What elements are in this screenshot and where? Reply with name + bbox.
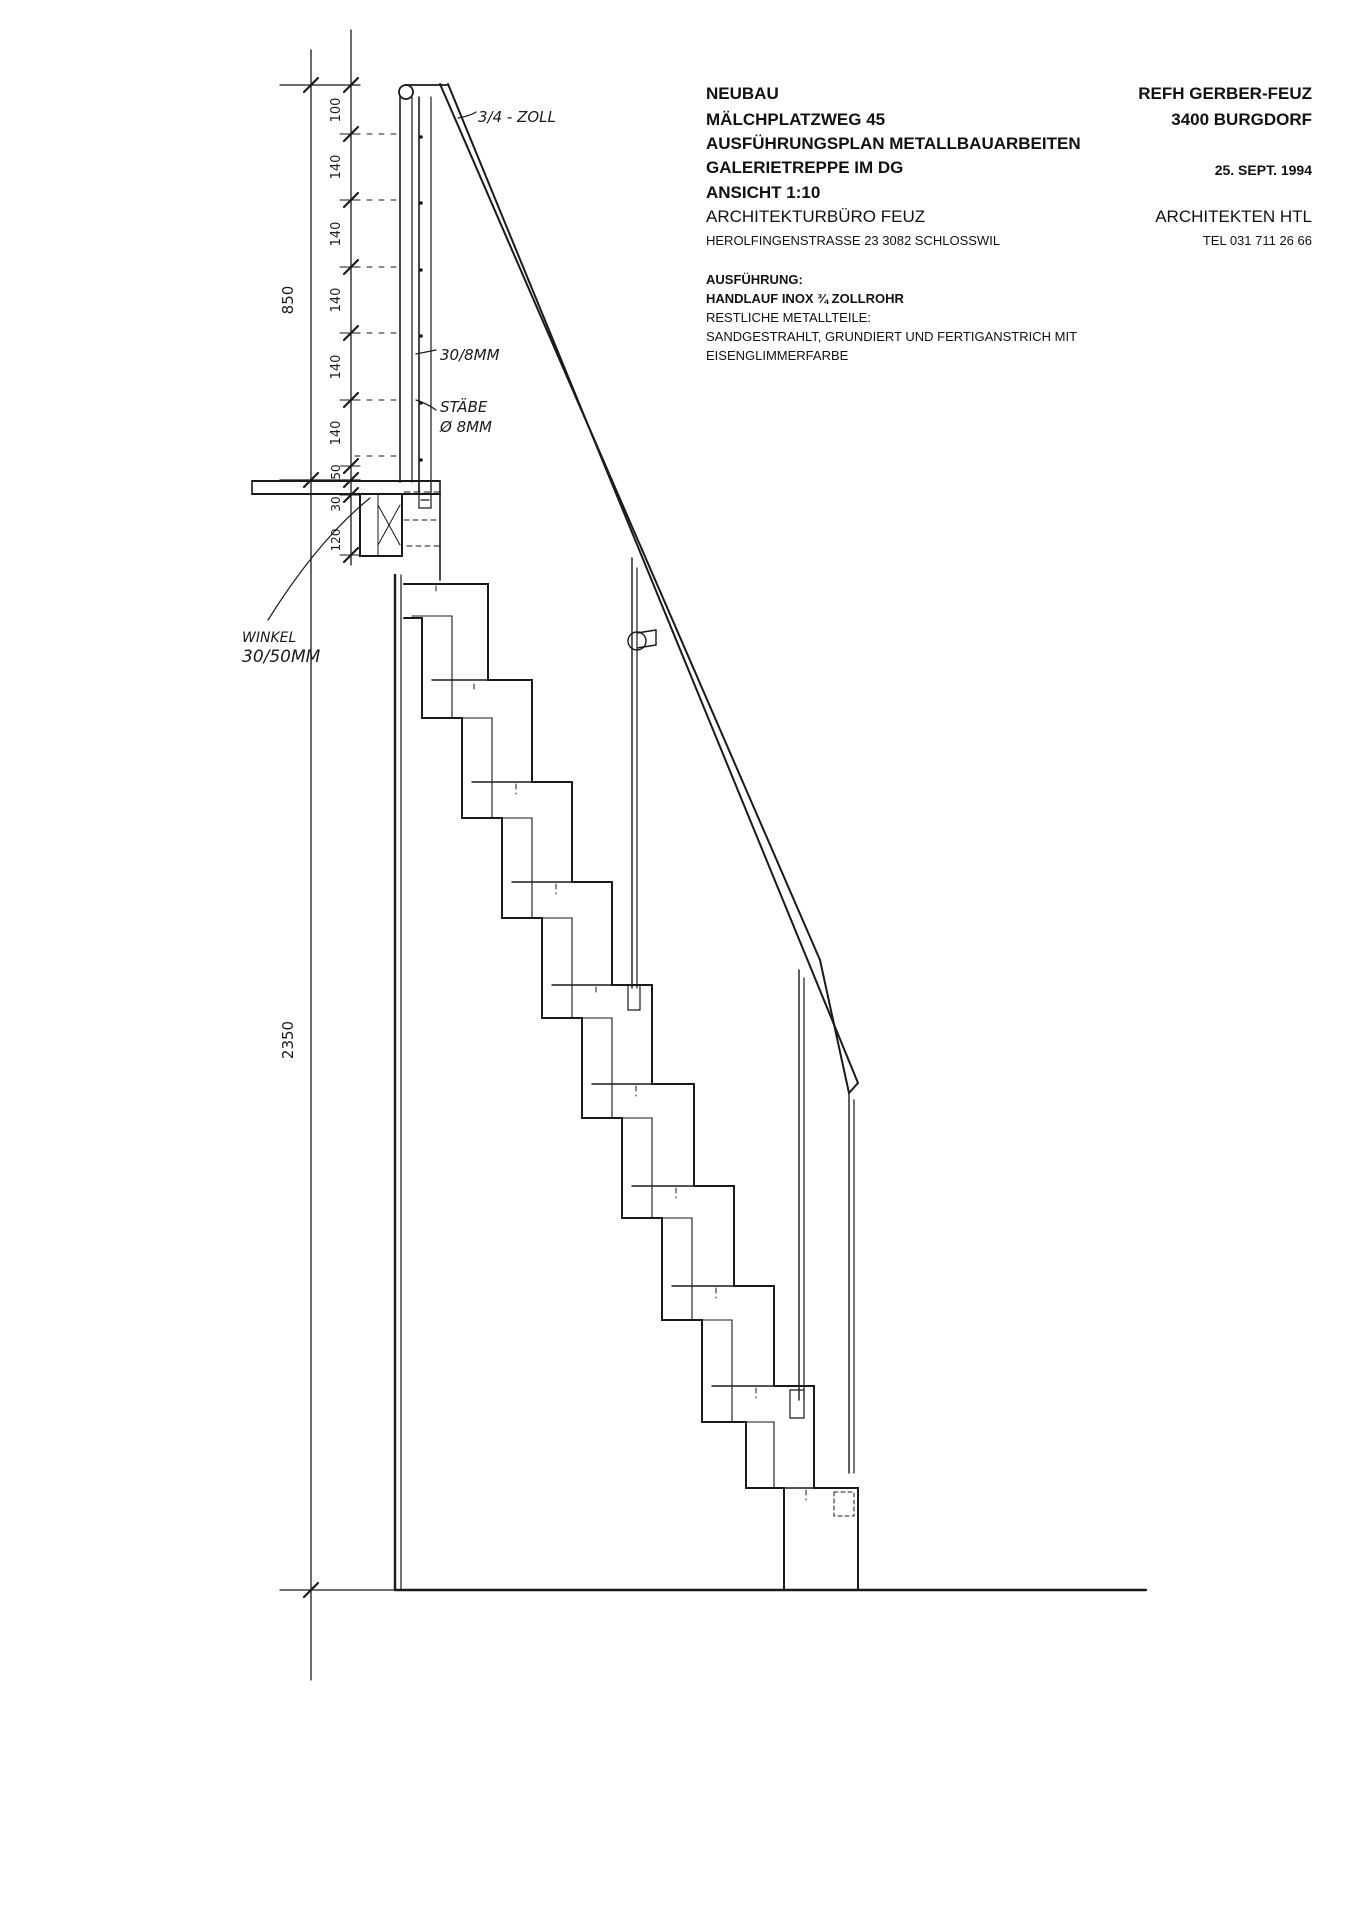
client-name: REFH GERBER-FEUZ — [1138, 84, 1312, 103]
dim-seg-6: 140 — [329, 421, 344, 446]
office-phone: TEL 031 711 26 66 — [1202, 233, 1312, 248]
wall-and-floor — [393, 573, 1148, 1592]
gallery-slab — [251, 480, 441, 581]
notes-line-1: HANDLAUF INOX ¾ ZOLLROHR — [706, 291, 904, 306]
drawing-date: 25. SEPT. 1994 — [1214, 162, 1312, 178]
stair-treads — [403, 583, 859, 1517]
dim-seg-5: 140 — [329, 355, 344, 380]
dimension-chain — [279, 29, 406, 1681]
project-address: MÄLCHPLATZWEG 45 — [706, 110, 886, 129]
note-angle-line2: 30/50MM — [242, 647, 321, 667]
notes-heading: AUSFÜHRUNG: — [706, 272, 803, 287]
dim-850: 850 — [279, 286, 297, 315]
annotation-leaders — [267, 111, 477, 621]
dim-seg-3: 140 — [329, 222, 344, 247]
note-handrail-size: 3/4 - ZOLL — [478, 108, 556, 126]
office-address: HEROLFINGENSTRASSE 23 3082 SCHLOSSWIL — [706, 233, 1001, 248]
dim-seg-4: 140 — [329, 288, 344, 313]
dim-seg-1: 100 — [329, 98, 344, 123]
notes-line-4: EISENGLIMMERFARBE — [706, 348, 849, 363]
note-bars-line2: Ø 8MM — [439, 418, 492, 436]
office-title: ARCHITEKTEN HTL — [1155, 207, 1312, 226]
dim-seg-7: 50 — [329, 464, 343, 479]
handwritten-notes: 3/4 - ZOLL 30/8MM STÄBE Ø 8MM WINKEL 30/… — [242, 108, 556, 667]
drawing-subject: GALERIETREPPE IM DG — [706, 158, 904, 177]
stair-stringer — [403, 583, 859, 1591]
railing — [354, 84, 448, 509]
project-type: NEUBAU — [706, 84, 779, 103]
view-scale: ANSICHT 1:10 — [706, 183, 821, 202]
notes-line-3: SANDGESTRAHLT, GRUNDIERT UND FERTIGANSTR… — [706, 329, 1078, 344]
dim-seg-8: 30 — [329, 496, 343, 511]
dimension-labels: 850 2350 100 140 140 140 140 140 50 30 1… — [279, 98, 344, 1060]
note-top-rail: 30/8MM — [440, 346, 500, 364]
dim-seg-9: 120 — [329, 529, 343, 552]
client-city: 3400 BURGDORF — [1171, 110, 1312, 129]
dim-2350: 2350 — [279, 1021, 297, 1059]
note-bars-line1: STÄBE — [440, 397, 488, 416]
plan-title: AUSFÜHRUNGSPLAN METALLBAUARBEITEN — [706, 134, 1081, 153]
note-angle-line1: WINKEL — [242, 630, 296, 646]
handrail — [439, 83, 859, 1474]
office-name: ARCHITEKTURBÜRO FEUZ — [706, 207, 926, 226]
dim-seg-2: 140 — [329, 155, 344, 180]
notes-line-2: RESTLICHE METALLTEILE: — [706, 310, 871, 325]
